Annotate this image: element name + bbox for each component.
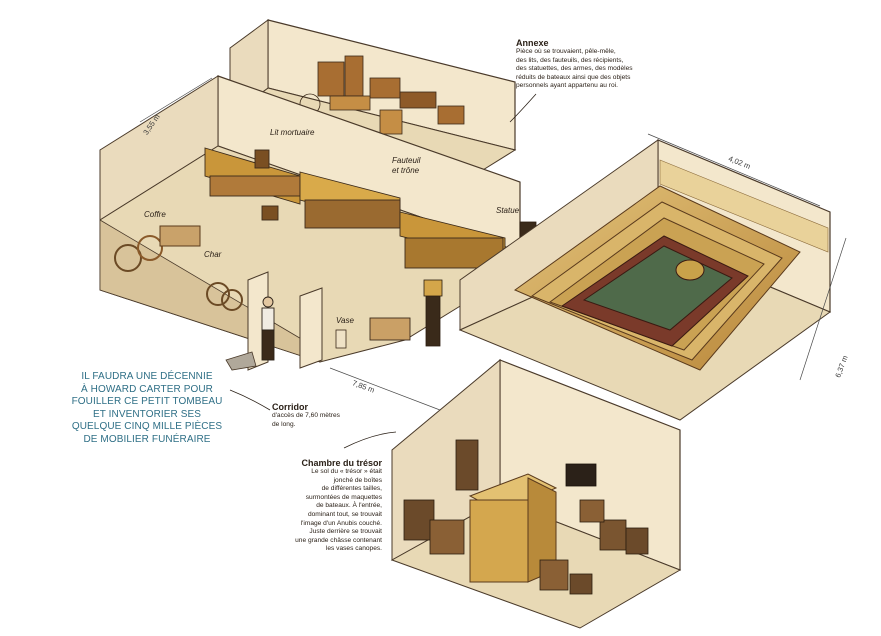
tresor-line: une grande châsse contenant	[295, 536, 382, 544]
tresor-line: Le sol du « trésor » était	[311, 468, 382, 475]
annexe-line: des statuettes, des armes, des modèles	[516, 65, 633, 73]
callout-arrows	[229, 93, 537, 449]
howard-carter-figure	[261, 296, 275, 361]
tresor-line: l'image d'un Anubis couché.	[300, 519, 382, 527]
tresor-line: jonché de boîtes	[333, 476, 382, 484]
label-statue: Statue	[496, 206, 520, 215]
sarcophagus	[560, 235, 749, 347]
measurement-lines	[139, 77, 847, 411]
corridor-entrance	[225, 271, 323, 371]
label-char: Char	[204, 250, 222, 259]
tresor-line: de bateaux. À l'entrée,	[316, 502, 382, 510]
tresor-line: Juste derrière se trouvait	[309, 528, 382, 536]
canopic-shrine	[468, 473, 558, 583]
label-trone: et trône	[392, 166, 420, 175]
treasury-boxes	[403, 439, 649, 595]
headline-line: QUELQUE CINQ MILLE PIÈCES	[71, 421, 223, 433]
tresor-line: dominant tout, se trouvait	[307, 510, 382, 518]
corridor-title: Corridor	[272, 402, 308, 412]
headline-line: À HOWARD CARTER POUR	[80, 383, 213, 395]
corridor-line: de long.	[272, 420, 296, 428]
annexe-line: Pièce où se trouvaient, pêle-mêle,	[516, 48, 616, 55]
headline-line: IL FAUDRA UNE DÉCENNIE	[81, 371, 213, 382]
annexe-clutter	[299, 55, 465, 135]
label-coffre: Coffre	[144, 210, 166, 219]
tresor-line: surmontées de maquettes	[305, 493, 382, 501]
antechamber-room	[99, 75, 537, 363]
headline-line: ET INVENTORIER SES	[92, 408, 202, 420]
annexe-line: réduits de bateaux ainsi que des objets	[516, 73, 631, 81]
label-lit-mortuaire: Lit mortuaire	[270, 128, 315, 137]
vase-object	[335, 329, 347, 349]
anubis-figure	[565, 463, 597, 487]
annexe-line: des lits, des fauteuils, des récipients,	[516, 56, 624, 64]
annexe-callout: Annexe Pièce où se trouvaient, pêle-mêle…	[516, 38, 706, 91]
burial-chamber	[458, 139, 832, 421]
funerary-beds	[204, 147, 506, 269]
label-vase: Vase	[336, 316, 354, 325]
treasury-room	[390, 358, 682, 629]
tresor-line: de différentes tailles,	[321, 485, 382, 493]
corridor-line: d'accès de 7,60 mètres	[272, 412, 340, 419]
tresor-line: les vases canopes.	[325, 545, 382, 553]
chest	[369, 317, 411, 341]
annexe-line: personnels ayant appartenu au roi.	[516, 82, 618, 90]
label-fauteuil: Fauteuil	[392, 156, 421, 165]
corridor-callout: Corridor d'accès de 7,60 mètres de long.	[272, 402, 392, 429]
annexe-title: Annexe	[516, 38, 549, 48]
tresor-title: Chambre du trésor	[301, 458, 382, 468]
tresor-callout: Chambre du trésor Le sol du « trésor » é…	[262, 458, 382, 554]
chariot-parts	[114, 225, 243, 311]
headline-line: FOUILLER CE PETIT TOMBEAU	[71, 396, 223, 408]
headline: IL FAUDRA UNE DÉCENNIE À HOWARD CARTER P…	[58, 371, 236, 447]
headline-line: DE MOBILIER FUNÉRAIRE	[83, 433, 211, 445]
